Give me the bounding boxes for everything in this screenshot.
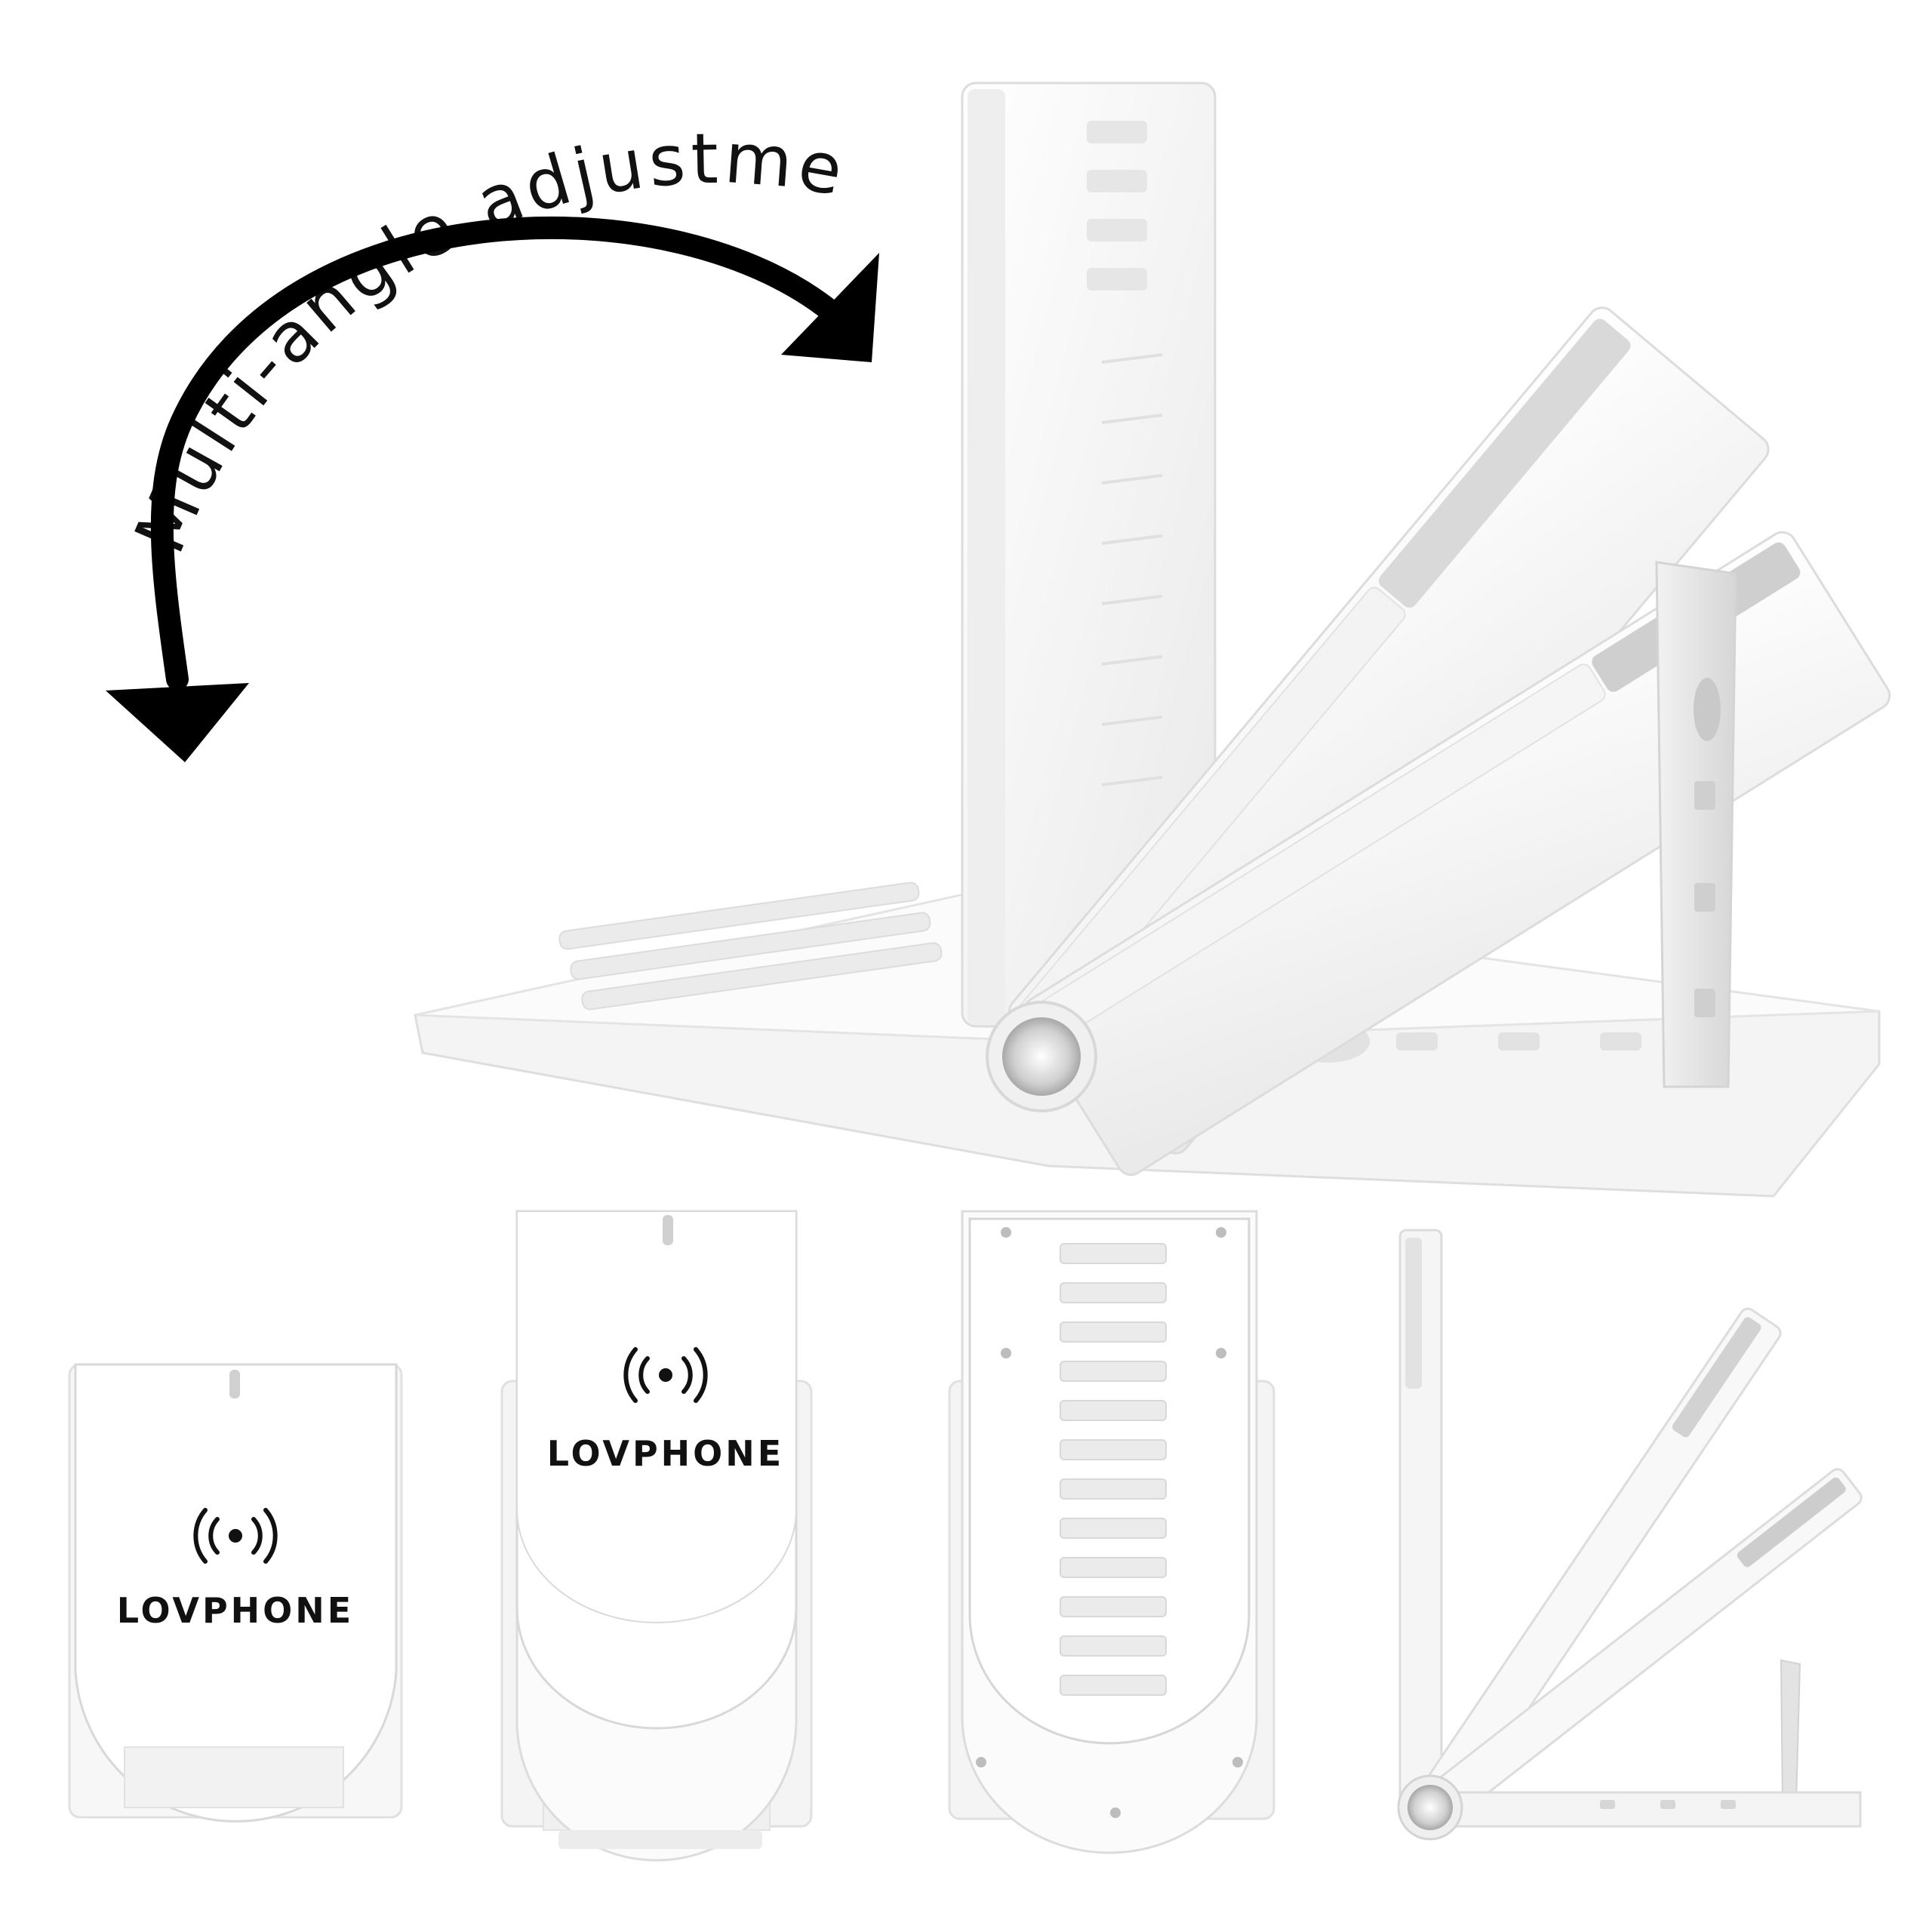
hero-panel-vertical xyxy=(961,82,1217,1028)
back-view xyxy=(948,1210,1275,1854)
brand-logo-folded: LOVPHONE xyxy=(117,1590,354,1631)
hero-multi-angle-view xyxy=(414,82,1891,1198)
brand-logo-extended: LOVPHONE xyxy=(547,1433,784,1474)
wireless-charging-icon xyxy=(193,1508,278,1564)
curved-double-arrow-icon xyxy=(106,216,879,762)
wireless-charging-icon xyxy=(623,1347,708,1403)
front-folded-view: LOVPHONE xyxy=(68,1363,403,1823)
front-extended-view: LOVPHONE xyxy=(500,1210,813,1862)
hero-hinge xyxy=(986,1001,1097,1112)
headline: Multi-angle adjustment xyxy=(0,0,853,565)
hero-kickstand xyxy=(1655,561,1737,1088)
side-angles-view xyxy=(1397,1229,1863,1841)
